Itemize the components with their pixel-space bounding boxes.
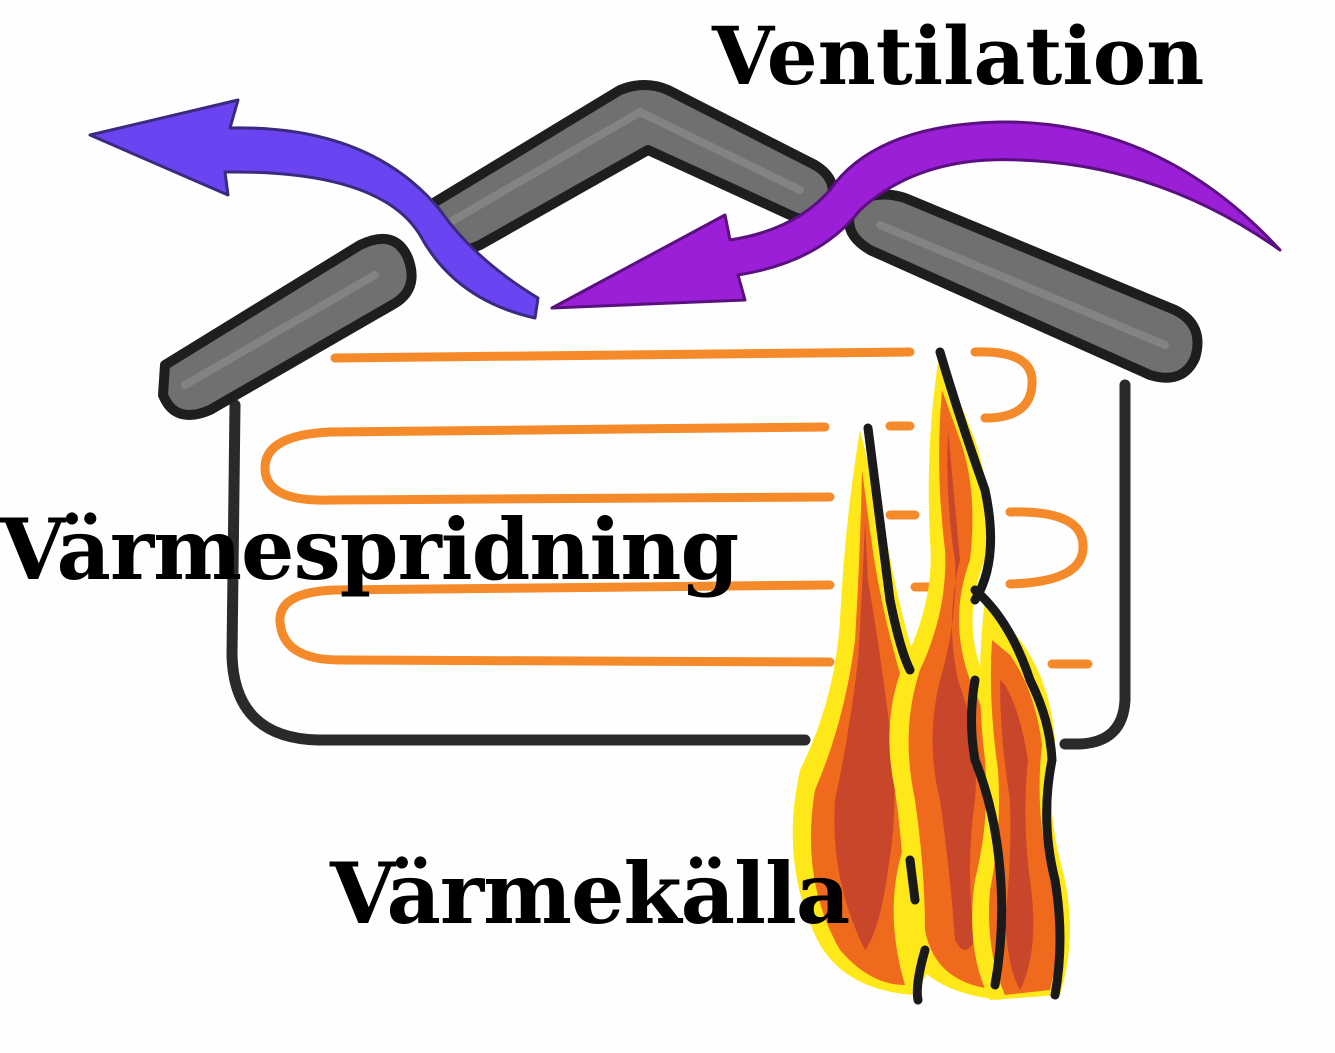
heat-line-3 [260,422,835,505]
house-right-wall [1059,379,1131,750]
house-walls-outline [226,399,811,746]
heat-line-8 [275,580,835,667]
roof-peak-segment [415,80,838,256]
flame-icon [792,347,1070,1005]
heat-lines [260,347,1093,669]
incoming-air-arrow [550,120,1282,310]
heat-line-6 [1005,507,1088,589]
heat-line-1 [330,347,915,363]
heat-line-2 [970,347,1037,423]
outgoing-air-arrow [88,98,540,320]
heat-source-label: Värmekälla [330,844,850,943]
heat-spread-label: Värmespridning [0,500,739,599]
ventilation-label: Ventilation [712,9,1205,103]
